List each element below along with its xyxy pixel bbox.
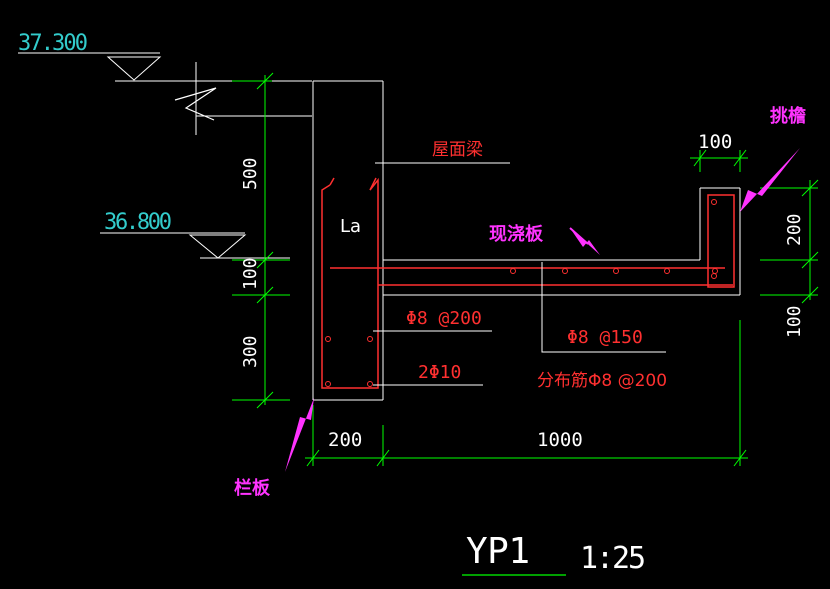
dim-left-500: 500 bbox=[240, 157, 261, 190]
label-cast-slab: 现浇板 bbox=[489, 223, 544, 245]
label-roof-beam: 屋面梁 bbox=[432, 140, 483, 160]
dim-bottom-1000: 1000 bbox=[537, 429, 583, 451]
dim-bottom-200: 200 bbox=[328, 429, 362, 451]
dimension-lines-top bbox=[690, 149, 748, 172]
label-rebar-2phi10: 2Φ10 bbox=[418, 362, 461, 383]
arrow-eave bbox=[740, 148, 800, 212]
dim-right-200: 200 bbox=[784, 213, 805, 246]
elevation-label-top: 37.300 bbox=[18, 31, 88, 56]
elevation-label-bottom: 36.800 bbox=[104, 210, 172, 235]
label-rebar-dist: 分布筋Φ8 @200 bbox=[537, 371, 667, 391]
rebar-lines bbox=[321, 177, 735, 389]
label-rebar-150: Φ8 @150 bbox=[567, 327, 643, 348]
elevation-mark-bottom: 36.800 bbox=[100, 210, 290, 259]
concrete-outline bbox=[312, 80, 741, 401]
arrow-parapet bbox=[285, 398, 314, 472]
dim-right-100: 100 bbox=[784, 305, 805, 338]
dim-left-100: 100 bbox=[240, 257, 261, 290]
dim-left-300: 300 bbox=[240, 335, 261, 368]
label-la: La bbox=[340, 216, 361, 237]
drawing-title: YP1 bbox=[466, 531, 530, 572]
dimension-lines-bottom bbox=[305, 320, 748, 467]
rebar-dots bbox=[325, 199, 718, 387]
dimension-lines-left bbox=[232, 72, 290, 409]
label-parapet: 栏板 bbox=[234, 477, 271, 499]
label-rebar-200: Φ8 @200 bbox=[406, 308, 482, 329]
drawing-scale: 1:25 bbox=[580, 541, 646, 576]
dimension-lines-right bbox=[760, 179, 819, 304]
break-line-symbol bbox=[174, 62, 312, 135]
leader-lines bbox=[373, 162, 666, 386]
elevation-mark-top: 37.300 bbox=[18, 31, 205, 82]
dim-top-100: 100 bbox=[698, 131, 732, 153]
label-eave: 挑檐 bbox=[770, 105, 806, 127]
